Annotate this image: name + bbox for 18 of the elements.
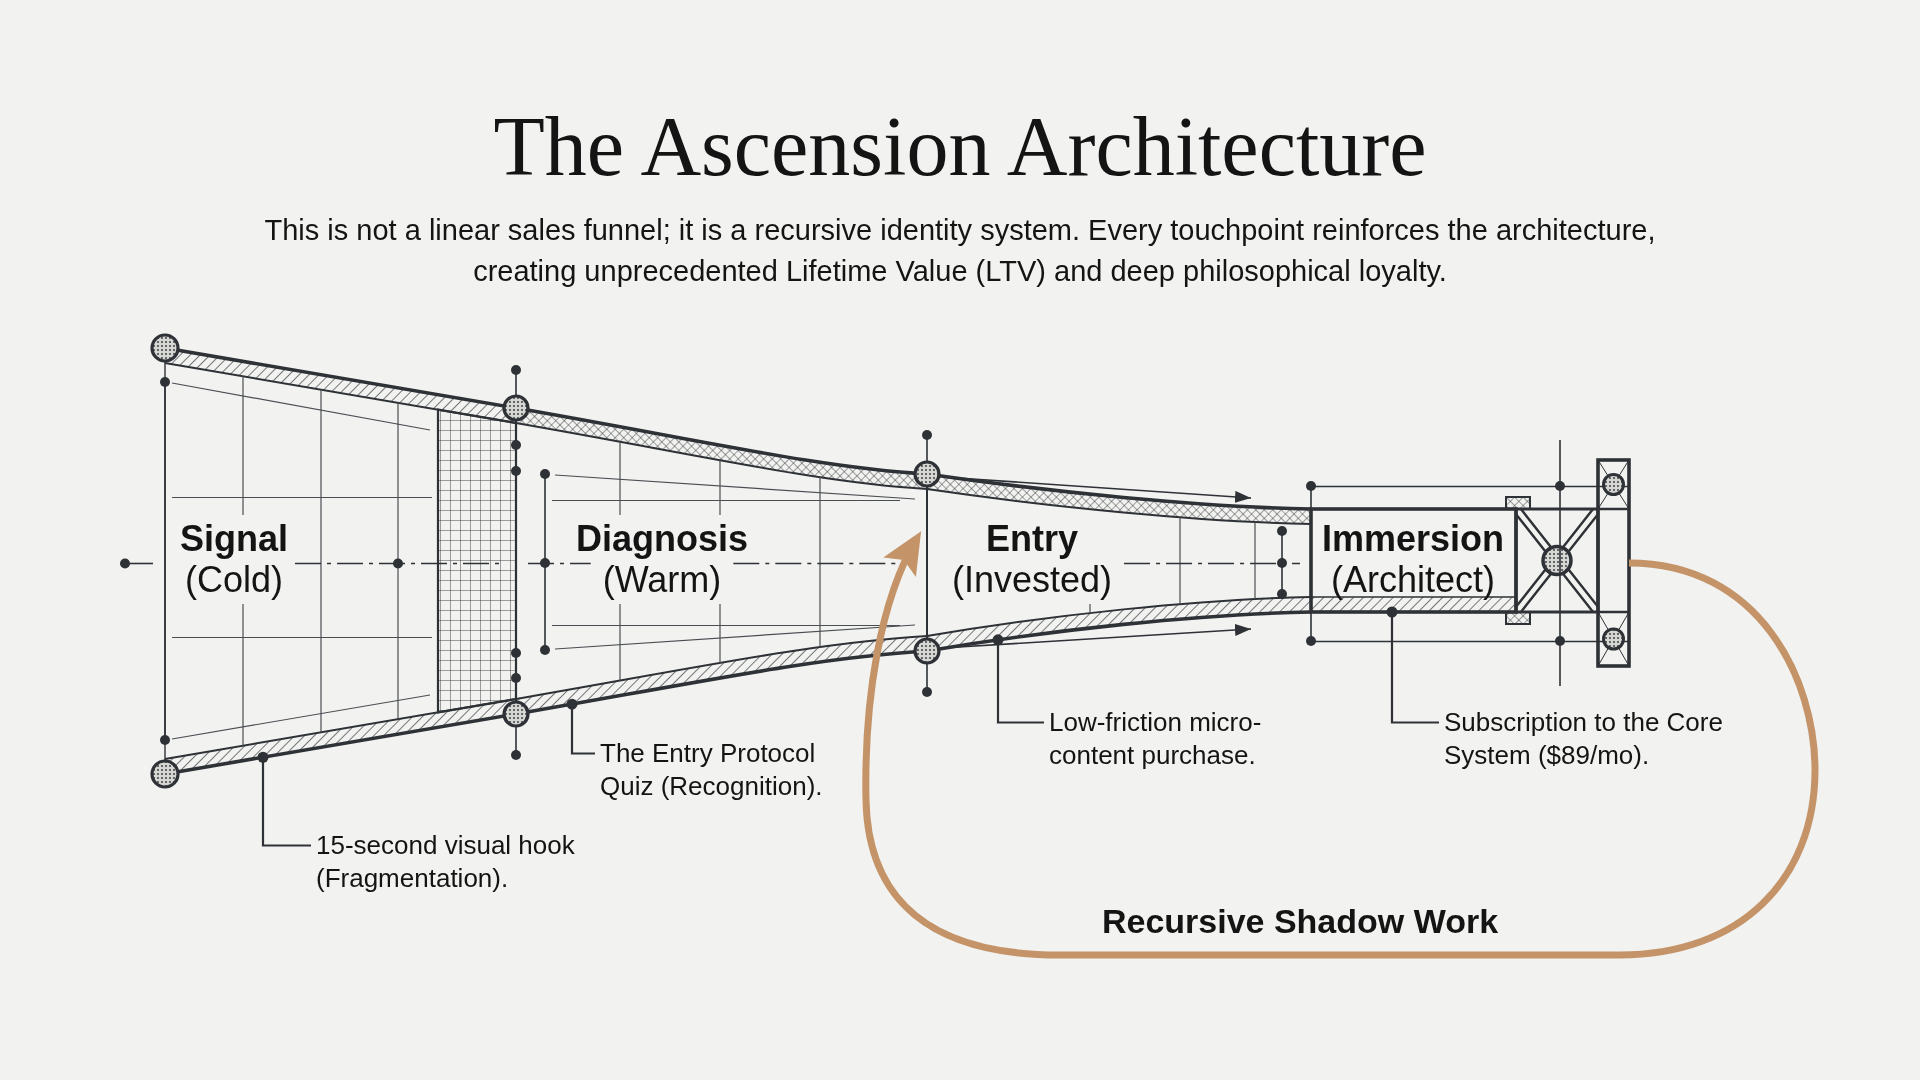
annotation-text: 15-second visual hook (Fragmentation). bbox=[316, 829, 606, 895]
stage-subtitle: (Architect) bbox=[1331, 560, 1495, 600]
annotation-text: The Entry Protocol Quiz (Recognition). bbox=[600, 737, 845, 803]
leader-line bbox=[566, 698, 595, 755]
stage-subtitle: (Invested) bbox=[951, 560, 1113, 600]
leader-line bbox=[1386, 606, 1439, 724]
stage-subtitle: (Warm) bbox=[602, 560, 722, 600]
stage-title: Signal bbox=[180, 519, 288, 559]
subtitle-text: This is not a linear sales funnel; it is a recursive identity system. Every touchpoint reinforces the architecture, creating unprecedented Lifetime Value (LTV) and deep philosophical loyalty. bbox=[263, 213, 1657, 289]
stage-title: Immersion bbox=[1321, 519, 1505, 559]
stage-title: Entry bbox=[986, 519, 1078, 559]
stage-subtitle: (Cold) bbox=[185, 560, 283, 600]
leader-line bbox=[992, 634, 1044, 724]
leader-line bbox=[257, 751, 311, 847]
stage-title: Diagnosis bbox=[576, 519, 748, 559]
annotation-text: Low-friction micro-content purchase. bbox=[1049, 706, 1289, 772]
diagram-title: The Ascension Architecture bbox=[493, 99, 1427, 195]
annotation-text: Subscription to the Core System ($89/mo). bbox=[1444, 706, 1759, 772]
